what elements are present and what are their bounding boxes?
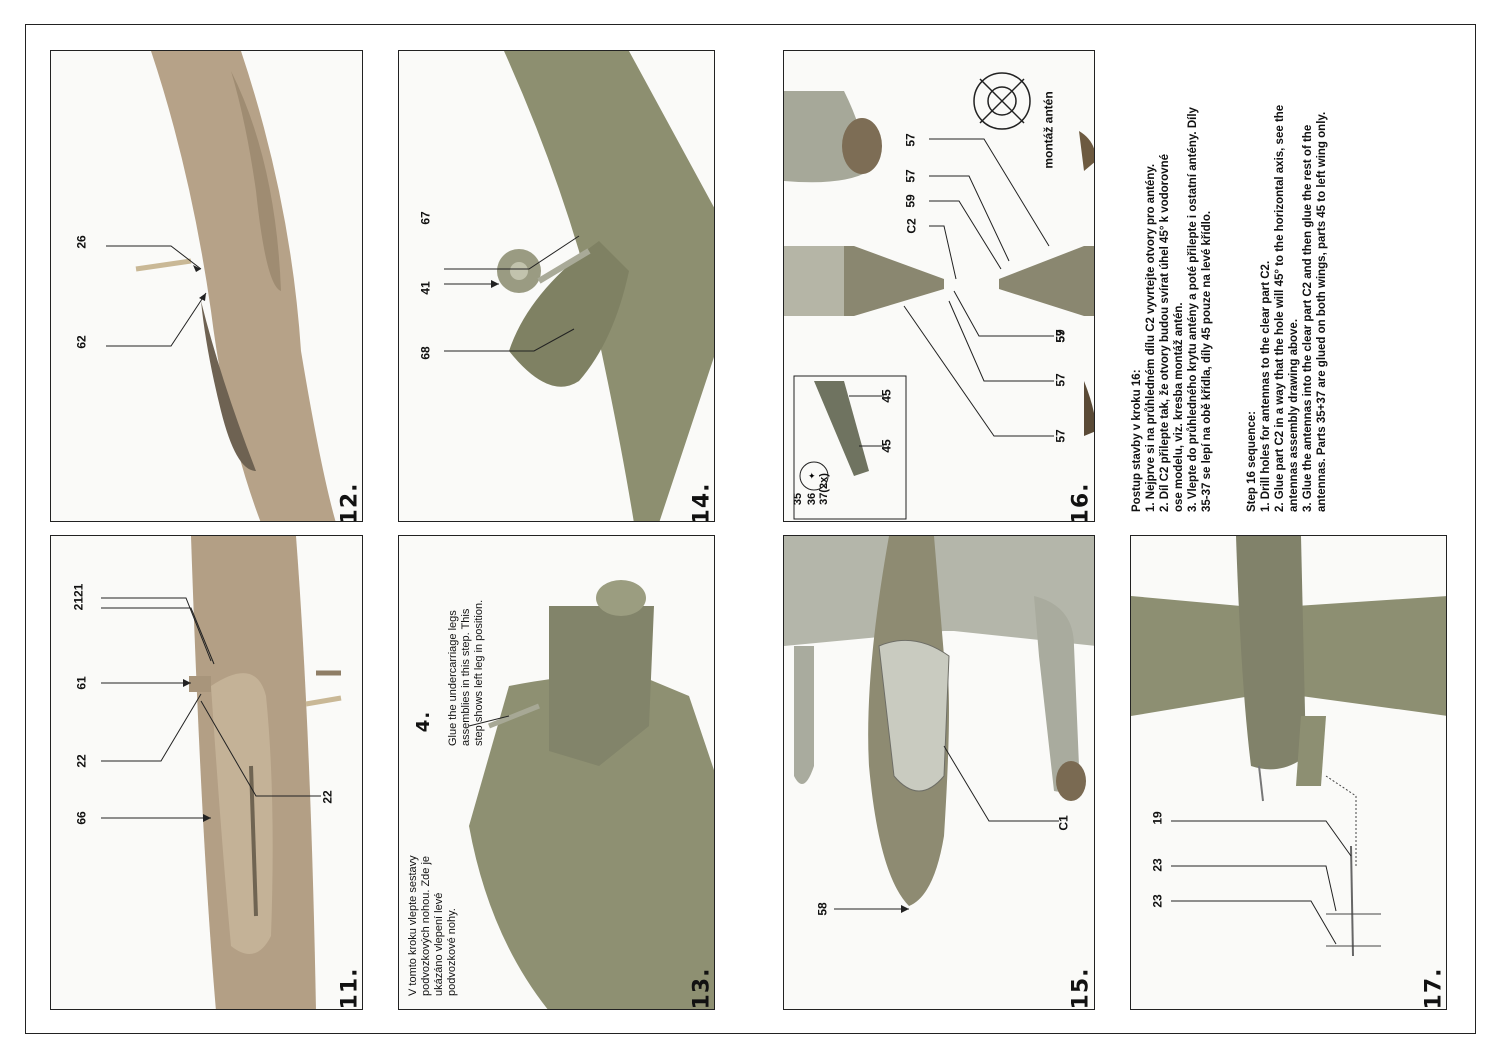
label-57-a: 57 [903, 169, 918, 183]
step-15-panel: C1 58 15. [783, 535, 1095, 1010]
step-16-panel: ✦ C2 59 57 57 57 59 57 57 45 45 35 36 37… [783, 50, 1095, 522]
step-number-15: 15. [1068, 967, 1094, 1010]
instruction-sheet [25, 24, 1476, 1034]
step-number-14: 14. [689, 482, 715, 522]
step-number-17: 17. [1421, 967, 1447, 1010]
step-11-photo [51, 536, 362, 1009]
parts-36: 36 [806, 492, 819, 506]
label-45-b: 45 [879, 439, 894, 453]
label-61: 61 [74, 676, 89, 690]
label-41: 41 [418, 281, 433, 295]
label-45-a: 45 [879, 389, 894, 403]
parts-35: 35 [792, 492, 805, 506]
step-number-12: 12. [337, 482, 363, 522]
label-57-e: 57 [1053, 429, 1068, 443]
svg-text:✦: ✦ [808, 471, 816, 481]
step-15-photo [784, 536, 1094, 1009]
label-22-left: 22 [74, 754, 89, 768]
label-57-b: 57 [903, 133, 918, 147]
antenna-mount-caption: montáž antén [1041, 91, 1056, 169]
label-58: 58 [815, 902, 830, 916]
label-59-top: 59 [903, 194, 918, 208]
step-number-11: 11. [337, 967, 363, 1010]
step-17-panel: 19 23 23 17. [1130, 535, 1447, 1010]
label-22-right: 22 [320, 790, 335, 804]
label-2121: 2121 [71, 583, 86, 611]
step-16-photo: ✦ [784, 51, 1094, 521]
step-13-photo [399, 536, 714, 1009]
step-17-photo [1131, 536, 1446, 1009]
step-number-13: 13. [689, 967, 715, 1010]
label-19: 19 [1150, 811, 1165, 825]
step-14-panel: 67 41 68 14. [398, 50, 715, 522]
label-57-d: 57 [1053, 373, 1068, 387]
label-68: 68 [418, 346, 433, 360]
label-62: 62 [74, 335, 89, 349]
label-59-bottom: 59 [1053, 329, 1068, 343]
label-C1: C1 [1056, 815, 1071, 831]
step-14-photo [399, 51, 714, 521]
label-23-b: 23 [1150, 894, 1165, 908]
instructions-cz: Postup stavby v kroku 16: 1. Nejprve si … [1131, 107, 1213, 512]
parts-37: 37(2x) [817, 473, 830, 505]
note-en: Glue the undercarriage legs assemblies i… [447, 599, 485, 746]
step-13-panel: Glue the undercarriage legs assemblies i… [398, 535, 715, 1010]
label-23-a: 23 [1150, 858, 1165, 872]
instructions-en: Step 16 sequence: 1. Drill holes for ant… [1246, 104, 1328, 512]
label-66: 66 [74, 811, 89, 825]
label-C2: C2 [904, 218, 919, 234]
step-12-photo [51, 51, 362, 521]
label-26: 26 [74, 235, 89, 249]
step-11-panel: 2121 61 22 66 22 11. [50, 535, 363, 1010]
step-12-panel: 26 62 12. [50, 50, 363, 522]
note-cz: V tomto kroku vlepte sestavy podvozkovýc… [407, 855, 458, 996]
label-67: 67 [418, 211, 433, 225]
sub-step-number-4: 4. [413, 710, 435, 733]
step-number-16: 16. [1068, 482, 1094, 522]
